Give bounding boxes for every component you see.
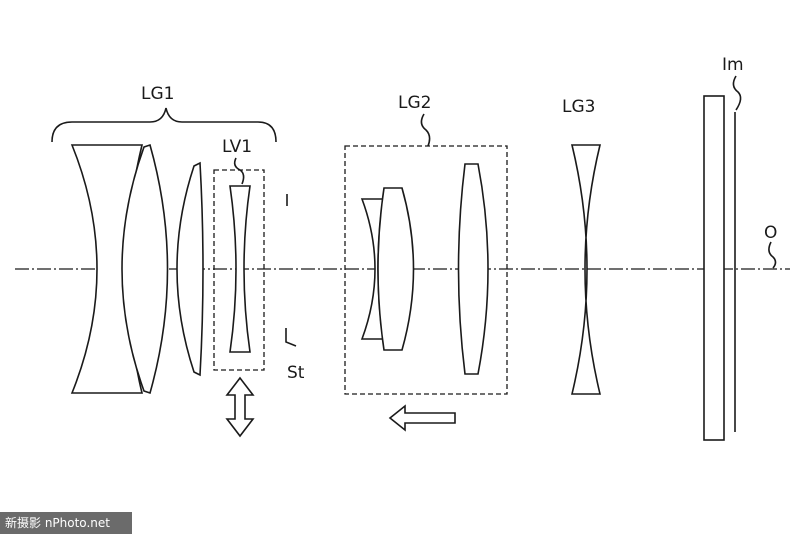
im-label: Im [722,55,744,75]
lg2-label: LG2 [398,93,431,113]
lg3-label: LG3 [562,97,595,117]
lg2-move-arrow [388,404,456,432]
lg2-lens-3 [457,163,489,375]
lv1-lens [229,185,251,353]
lg2-leader [420,113,431,147]
lg1-lens-2 [121,143,169,395]
lg2-lens-2 [377,187,415,351]
lv1-leader [233,157,245,185]
watermark: 新摄影 nPhoto.net [0,512,132,534]
lg2-dashed-box [344,145,508,395]
filter-plate [703,95,725,441]
optical-axis-leader [768,241,777,269]
lv1-label: LV1 [222,137,252,157]
lg1-lens-3 [176,161,204,377]
lg1-bracket [51,107,277,143]
lg3-lens [570,144,602,395]
lv1-dashed-box [213,169,265,371]
stop-label: St [287,363,305,383]
stop-leader [285,328,297,347]
im-leader [732,75,742,111]
lv1-double-arrow [225,376,255,438]
optical-axis-label: O [764,223,777,243]
lg1-label: LG1 [141,84,174,104]
